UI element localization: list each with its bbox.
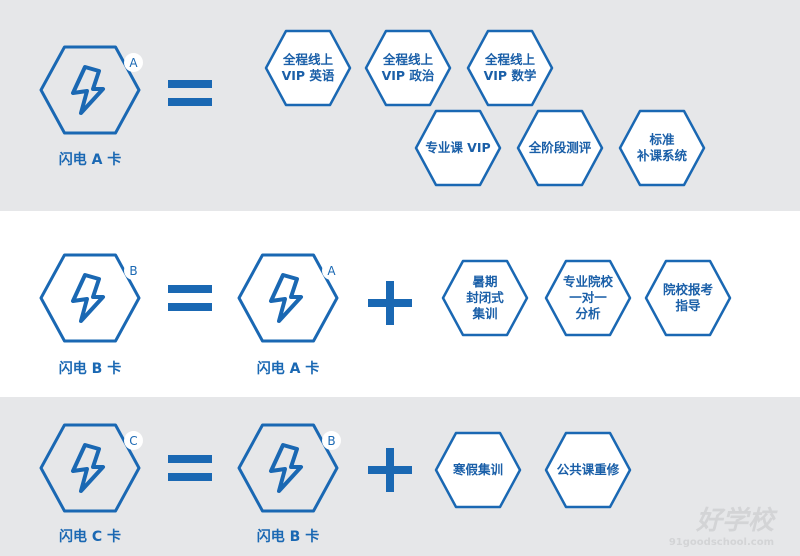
equals-icon [168, 285, 212, 311]
feature-winter-camp: 寒假集训 [434, 431, 522, 509]
feature-summer-camp: 暑期 封闭式 集训 [441, 259, 529, 337]
badge-c: C [124, 431, 143, 450]
lightning-card-a-icon: A [237, 253, 341, 343]
card-b-label: 闪电 B 卡 [58, 361, 122, 377]
badge-b: B [322, 431, 341, 450]
badge-a: A [124, 53, 143, 72]
card-a-label: 闪电 A 卡 [58, 152, 122, 168]
lightning-card-c-icon: C [39, 423, 143, 513]
lightning-card-a-icon: A [39, 45, 143, 135]
feature-major-vip: 专业课 VIP [414, 109, 502, 187]
feature-vip-english: 全程线上 VIP 英语 [264, 29, 352, 107]
feature-school-analysis: 专业院校 一对一 分析 [544, 259, 632, 337]
card-c-label: 闪电 C 卡 [58, 529, 122, 545]
lightning-card-b-icon: B [237, 423, 341, 513]
plus-icon [368, 448, 412, 492]
badge-a: A [322, 261, 341, 280]
feature-tutoring-system: 标准 补课系统 [618, 109, 706, 187]
plus-icon [368, 281, 412, 325]
feature-public-course-retake: 公共课重修 [544, 431, 632, 509]
equals-icon [168, 455, 212, 481]
base-card-a-label: 闪电 A 卡 [256, 361, 320, 377]
lightning-card-b-icon: B [39, 253, 143, 343]
equals-icon [168, 80, 212, 106]
base-card-b-label: 闪电 B 卡 [256, 529, 320, 545]
feature-vip-math: 全程线上 VIP 数学 [466, 29, 554, 107]
badge-b: B [124, 261, 143, 280]
feature-full-assessment: 全阶段测评 [516, 109, 604, 187]
feature-application-guide: 院校报考 指导 [644, 259, 732, 337]
feature-vip-politics: 全程线上 VIP 政治 [364, 29, 452, 107]
